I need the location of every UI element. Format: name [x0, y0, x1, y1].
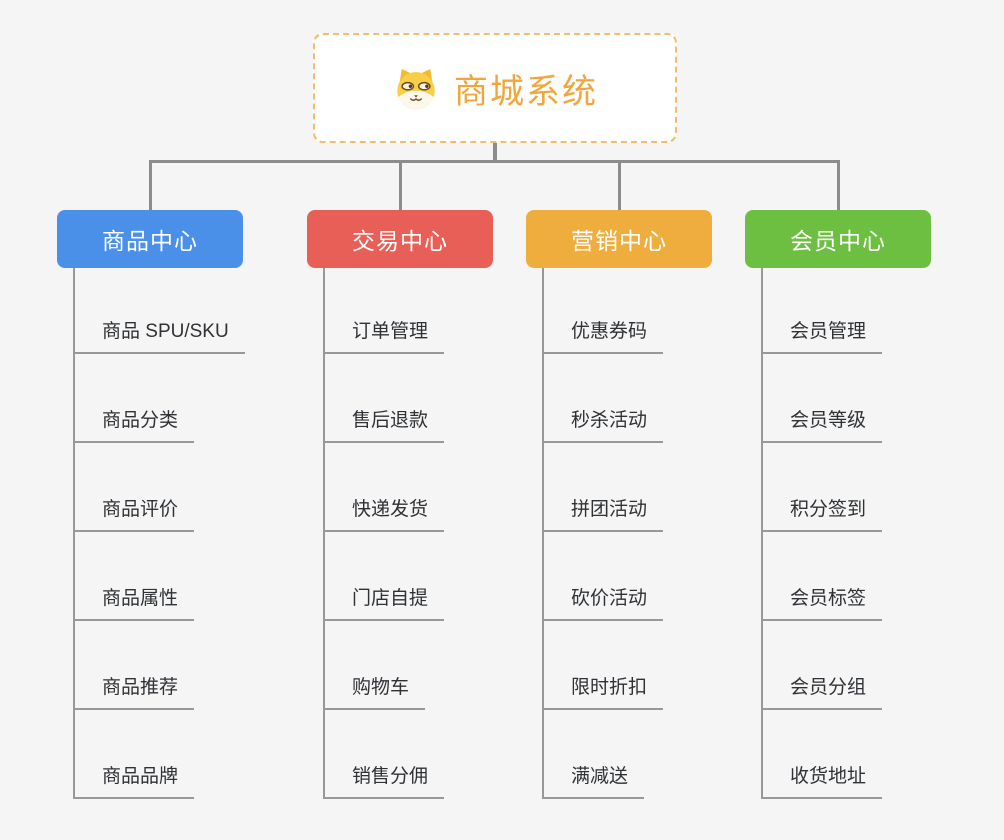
leaf-node[interactable]: 商品分类: [75, 354, 195, 443]
branch-node-product-center[interactable]: 商品中心: [57, 210, 243, 268]
leaf-node[interactable]: 收货地址: [763, 710, 883, 799]
connector-root-stub: [493, 142, 497, 162]
root-title: 商城系统: [454, 72, 598, 111]
leaf-node[interactable]: 门店自提: [325, 532, 445, 621]
leaf-node[interactable]: 快递发货: [325, 443, 445, 532]
leaf-label: 商品 SPU/SKU: [102, 321, 229, 342]
leaf-node[interactable]: 购物车: [325, 621, 426, 710]
leaf-label: 会员管理: [790, 321, 867, 342]
leaf-node[interactable]: 售后退款: [325, 354, 445, 443]
leaf-node[interactable]: 砍价活动: [544, 532, 664, 621]
leaf-label: 砍价活动: [571, 588, 648, 609]
branch-node-member-center[interactable]: 会员中心: [745, 210, 931, 268]
branch-label: 交易中心: [352, 228, 448, 254]
leaf-node[interactable]: 优惠券码: [544, 268, 664, 354]
branch-marketing-center: 营销中心优惠券码秒杀活动拼团活动砍价活动限时折扣满减送: [526, 210, 712, 799]
leaf-node[interactable]: 会员分组: [763, 621, 883, 710]
leaf-node[interactable]: 会员管理: [763, 268, 883, 354]
leaf-label: 商品分类: [102, 410, 179, 431]
leaf-label: 会员分组: [790, 677, 867, 698]
leaf-label: 商品属性: [102, 588, 179, 609]
leaf-node[interactable]: 限时折扣: [544, 621, 664, 710]
leaf-node[interactable]: 商品推荐: [75, 621, 195, 710]
leaf-node[interactable]: 商品品牌: [75, 710, 195, 799]
branch-children-marketing-center: 优惠券码秒杀活动拼团活动砍价活动限时折扣满减送: [542, 268, 664, 799]
leaf-label: 满减送: [571, 766, 629, 787]
branch-label: 会员中心: [790, 228, 886, 254]
connector-drop-member-center: [837, 160, 840, 211]
leaf-node[interactable]: 商品 SPU/SKU: [75, 268, 245, 354]
leaf-label: 积分签到: [790, 499, 867, 520]
branch-label: 商品中心: [102, 228, 198, 254]
branch-label: 营销中心: [571, 228, 667, 254]
root-node[interactable]: 商城系统: [313, 33, 677, 143]
connector-drop-marketing-center: [618, 160, 621, 211]
leaf-label: 门店自提: [352, 588, 429, 609]
branch-trade-center: 交易中心订单管理售后退款快递发货门店自提购物车销售分佣: [307, 210, 493, 799]
leaf-node[interactable]: 拼团活动: [544, 443, 664, 532]
leaf-node[interactable]: 商品评价: [75, 443, 195, 532]
branch-member-center: 会员中心会员管理会员等级积分签到会员标签会员分组收货地址: [745, 210, 931, 799]
leaf-label: 限时折扣: [571, 677, 648, 698]
branch-node-marketing-center[interactable]: 营销中心: [526, 210, 712, 268]
leaf-node[interactable]: 会员等级: [763, 354, 883, 443]
leaf-label: 快递发货: [352, 499, 429, 520]
branch-children-product-center: 商品 SPU/SKU 商品分类商品评价商品属性商品推荐商品品牌: [73, 268, 245, 799]
connector-horizontal: [149, 160, 840, 163]
connector-drop-trade-center: [399, 160, 402, 211]
leaf-label: 会员等级: [790, 410, 867, 431]
dog-face-icon: [392, 66, 440, 111]
leaf-label: 会员标签: [790, 588, 867, 609]
leaf-label: 秒杀活动: [571, 410, 648, 431]
leaf-label: 销售分佣: [352, 766, 429, 787]
leaf-node[interactable]: 满减送: [544, 710, 645, 799]
leaf-label: 商品推荐: [102, 677, 179, 698]
leaf-node[interactable]: 秒杀活动: [544, 354, 664, 443]
branch-node-trade-center[interactable]: 交易中心: [307, 210, 493, 268]
leaf-label: 商品品牌: [102, 766, 179, 787]
leaf-node[interactable]: 销售分佣: [325, 710, 445, 799]
leaf-node[interactable]: 积分签到: [763, 443, 883, 532]
leaf-label: 售后退款: [352, 410, 429, 431]
leaf-node[interactable]: 商品属性: [75, 532, 195, 621]
leaf-label: 订单管理: [352, 321, 429, 342]
leaf-label: 购物车: [352, 677, 410, 698]
branch-children-trade-center: 订单管理售后退款快递发货门店自提购物车销售分佣: [323, 268, 445, 799]
branch-children-member-center: 会员管理会员等级积分签到会员标签会员分组收货地址: [761, 268, 883, 799]
leaf-label: 商品评价: [102, 499, 179, 520]
branch-product-center: 商品中心商品 SPU/SKU 商品分类商品评价商品属性商品推荐商品品牌: [57, 210, 245, 799]
leaf-label: 优惠券码: [571, 321, 648, 342]
leaf-label: 收货地址: [790, 766, 867, 787]
leaf-node[interactable]: 订单管理: [325, 268, 445, 354]
connector-drop-product-center: [149, 160, 152, 211]
leaf-label: 拼团活动: [571, 499, 648, 520]
leaf-node[interactable]: 会员标签: [763, 532, 883, 621]
